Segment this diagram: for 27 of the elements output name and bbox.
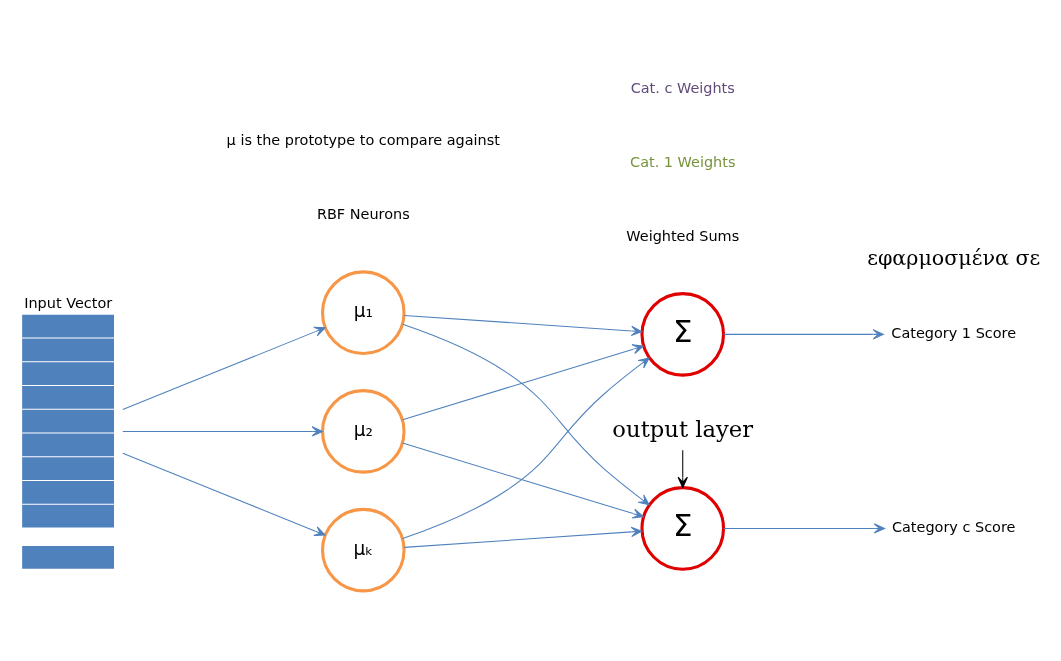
node-text: output layer (612, 416, 754, 443)
arrow (723, 329, 884, 340)
arrow (402, 357, 650, 539)
node-circle: Σ (640, 292, 726, 377)
arrow (723, 523, 886, 534)
label: Weighted Sums (626, 228, 740, 245)
node-circle: μₖ (320, 507, 406, 593)
node-circle: μ₁ (320, 270, 406, 356)
arrow (402, 323, 650, 506)
label: εφαρμοσμένα σε (867, 246, 1041, 271)
node-circle: Σ (640, 486, 726, 571)
node-label: Input Vector (24, 294, 113, 311)
arrow (122, 452, 326, 537)
node-circle: μ₂ (320, 389, 406, 474)
arrow (402, 344, 644, 421)
arrow (402, 442, 644, 519)
arrow (677, 449, 688, 488)
label: Cat. c Weights (630, 79, 735, 96)
node-text: Category 1 Score (891, 325, 1017, 342)
label: Cat. 1 Weights (630, 153, 736, 170)
node-text: Category c Score (891, 519, 1016, 536)
label: μ is the prototype to compare against (226, 132, 500, 149)
arrow (403, 314, 643, 337)
label: RBF Neurons (316, 206, 410, 223)
arrow (403, 526, 643, 548)
arrow (122, 426, 323, 437)
arrow (122, 326, 326, 410)
